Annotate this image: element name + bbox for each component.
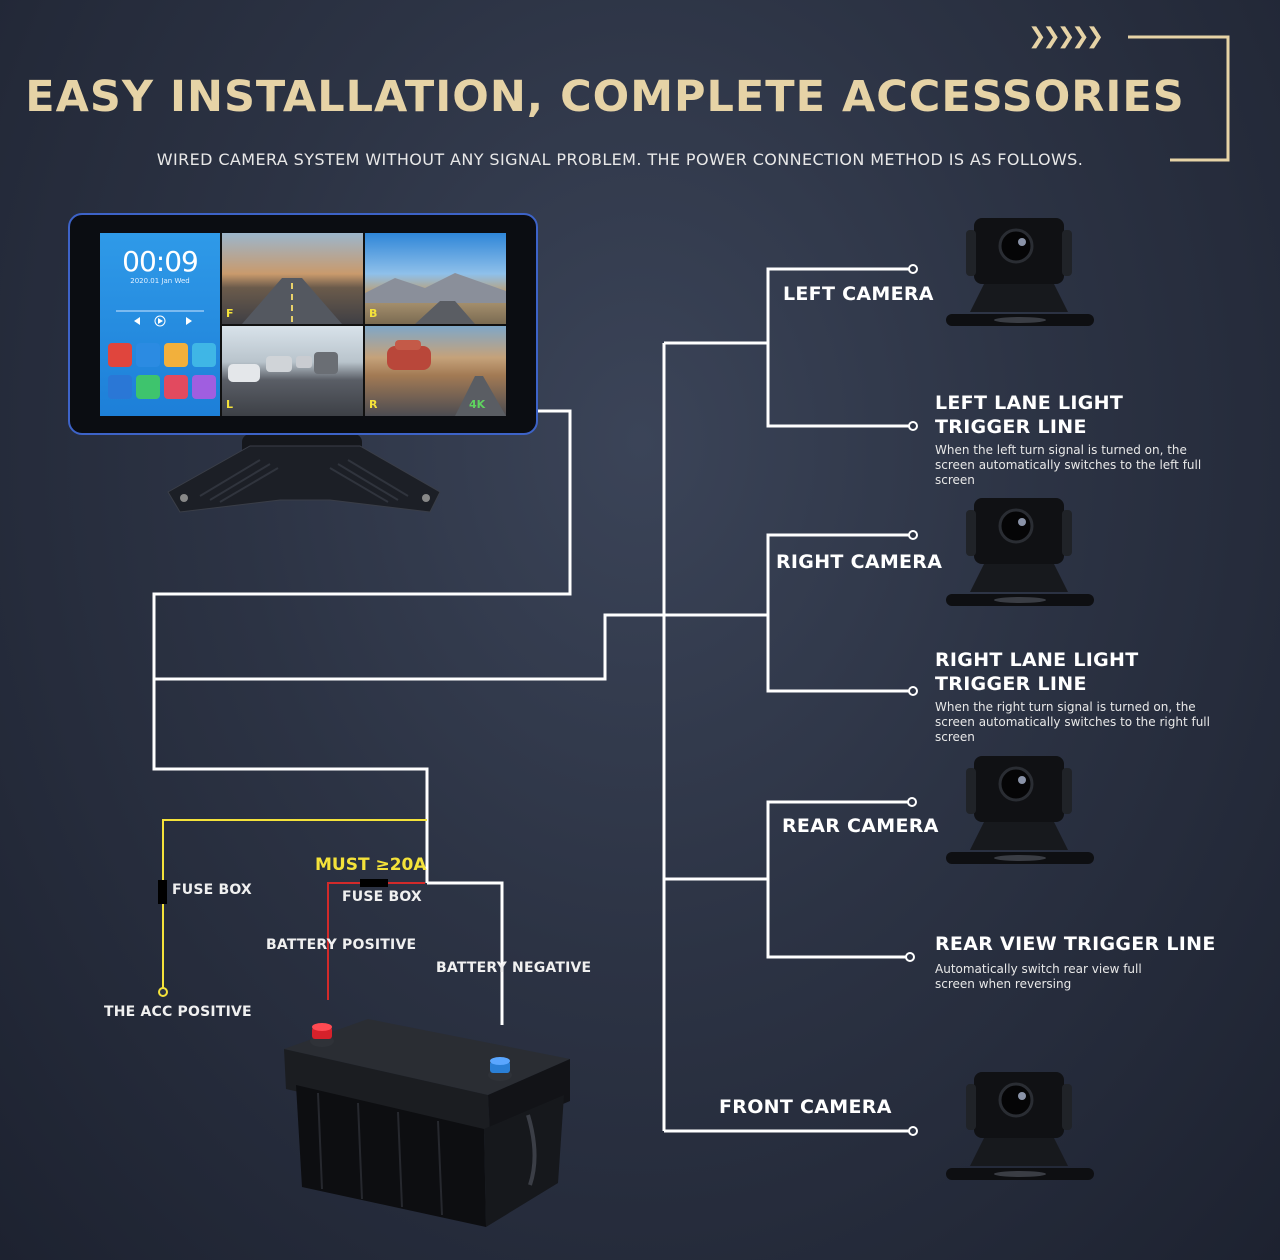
rear-trigger-block: REAR VIEW TRIGGER LINE Automatically swi… bbox=[935, 932, 1216, 992]
app-setting-icon[interactable] bbox=[192, 343, 216, 367]
trigger-title: REAR VIEW TRIGGER LINE bbox=[935, 933, 1216, 955]
camera-icon bbox=[946, 218, 1094, 326]
battery-negative-wire bbox=[427, 881, 504, 1025]
app-mirrorlink-icon[interactable] bbox=[108, 343, 132, 367]
fuse-box-left-label: FUSE BOX bbox=[172, 882, 252, 898]
badge-4k: 4K bbox=[469, 398, 486, 411]
app-music-icon[interactable] bbox=[108, 375, 132, 399]
page-subtitle: WIRED CAMERA SYSTEM WITHOUT ANY SIGNAL P… bbox=[156, 150, 1084, 169]
feed-label: R bbox=[369, 398, 378, 411]
trigger-description: When the right turn signal is turned on,… bbox=[935, 700, 1210, 744]
feed-label: B bbox=[369, 307, 378, 320]
feed-left: L bbox=[222, 326, 363, 416]
right-trigger-block: RIGHT LANE LIGHT TRIGGER LINE When the r… bbox=[935, 648, 1235, 745]
battery-negative-label: BATTERY NEGATIVE bbox=[436, 960, 592, 976]
camera-icon bbox=[946, 756, 1094, 864]
front-camera-label: FRONT CAMERA bbox=[719, 1096, 892, 1118]
monitor-cable bbox=[152, 409, 572, 883]
feed-back: B bbox=[365, 233, 506, 324]
feed-front: F bbox=[222, 233, 363, 324]
left-trigger-block: LEFT LANE LIGHT TRIGGER LINE When the le… bbox=[935, 391, 1225, 488]
trigger-title: TRIGGER LINE bbox=[935, 673, 1087, 695]
app-playback-icon[interactable] bbox=[164, 375, 188, 399]
home-panel: 00:09 2020.01 Jan Wed bbox=[100, 233, 220, 416]
media-controls-icon bbox=[116, 310, 204, 327]
left-camera-label: LEFT CAMERA bbox=[783, 283, 934, 305]
monitor-stand bbox=[167, 434, 441, 513]
rear-camera-label: REAR CAMERA bbox=[782, 815, 939, 837]
camera-cable bbox=[154, 613, 664, 681]
page-title: EASY INSTALLATION, COMPLETE ACCESSORIES bbox=[25, 72, 1185, 122]
fuse-box-right-label: FUSE BOX bbox=[342, 889, 422, 905]
fuse-box-left bbox=[158, 880, 167, 904]
app-video-icon[interactable] bbox=[136, 343, 160, 367]
acc-wire bbox=[162, 819, 427, 988]
header-frame bbox=[1128, 35, 1230, 162]
app-bluetooth-icon[interactable] bbox=[164, 343, 188, 367]
trigger-description: Automatically switch rear view full scre… bbox=[935, 962, 1142, 991]
camera-icon bbox=[946, 1072, 1094, 1180]
clock: 00:09 bbox=[122, 245, 199, 278]
monitor-screen: 00:09 2020.01 Jan Wed F B L R 4K bbox=[100, 233, 506, 416]
date: 2020.01 Jan Wed bbox=[130, 277, 190, 285]
must-rating-label: MUST ≥20A bbox=[315, 855, 427, 875]
trigger-description: When the left turn signal is turned on, … bbox=[935, 443, 1202, 487]
feed-label: F bbox=[226, 307, 234, 320]
app-fm-icon[interactable] bbox=[136, 375, 160, 399]
trigger-title: TRIGGER LINE bbox=[935, 416, 1087, 438]
battery-positive-wire bbox=[327, 882, 425, 1000]
trigger-title: LEFT LANE LIGHT bbox=[935, 392, 1124, 414]
acc-positive-label: THE ACC POSITIVE bbox=[104, 1004, 252, 1020]
feed-right: R 4K bbox=[365, 326, 506, 416]
camera-icon bbox=[946, 498, 1094, 606]
app-parking-icon[interactable] bbox=[192, 375, 216, 399]
fuse-box-right bbox=[360, 879, 388, 887]
battery-icon bbox=[284, 1019, 570, 1227]
battery-positive-label: BATTERY POSITIVE bbox=[266, 937, 417, 953]
feed-label: L bbox=[226, 398, 234, 411]
chevrons-icon: ❯❯❯❯❯ bbox=[1028, 24, 1104, 49]
trigger-title: RIGHT LANE LIGHT bbox=[935, 649, 1139, 671]
right-camera-label: RIGHT CAMERA bbox=[776, 551, 943, 573]
